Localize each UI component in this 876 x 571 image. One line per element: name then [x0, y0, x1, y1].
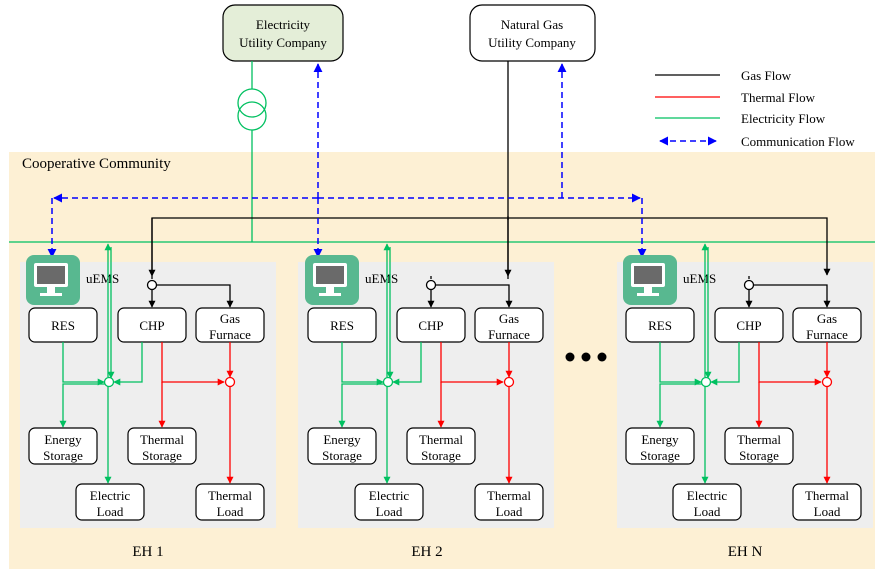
ehn-res-box-label: RES	[648, 318, 672, 333]
eh1-thermal-storage-box-line2: Storage	[142, 448, 182, 463]
legend-communication-label: Communication Flow	[741, 134, 855, 149]
eh2-energy-storage-box-line1: Energy	[323, 432, 361, 447]
gas-splitter-node	[425, 279, 437, 291]
eh2-caption: EH 2	[411, 544, 442, 560]
eh2-electric-load-box-line1: Electric	[369, 488, 410, 503]
eh1-electric-load-box-line2: Load	[97, 504, 124, 519]
eh1-chp-box-label: CHP	[139, 318, 164, 333]
svg-text:Utility Company: Utility Company	[239, 35, 327, 50]
eh2-furnace-box-line2: Furnace	[488, 327, 530, 342]
eh2-furnace-box-line1: Gas	[499, 311, 519, 326]
eh2-thermal-storage-box-line2: Storage	[421, 448, 461, 463]
thermal-junction-node	[503, 376, 515, 388]
eh2-chp-box-label: CHP	[418, 318, 443, 333]
eh2-thermal-load-box-line1: Thermal	[487, 488, 531, 503]
ehn-res-box: RES	[625, 307, 695, 343]
eh1-ems-label: uEMS	[86, 271, 119, 286]
eh1-energy-storage-box-line2: Storage	[43, 448, 83, 463]
legend-gas-label: Gas Flow	[741, 68, 792, 83]
eh1-electric-load-box-line1: Electric	[90, 488, 131, 503]
monitor-icon	[26, 255, 80, 305]
legend-electricity-label: Electricity Flow	[741, 111, 826, 126]
eh1-thermal-storage-box-line1: Thermal	[140, 432, 184, 447]
eh1-caption: EH 1	[132, 544, 163, 560]
gas-splitter-node	[743, 279, 755, 291]
electric-junction-node	[103, 376, 115, 388]
eh1-thermal-load-box-line1: Thermal	[208, 488, 252, 503]
ehn-thermal-load-box-line2: Load	[814, 504, 841, 519]
ehn-thermal-storage-box-line1: Thermal	[737, 432, 781, 447]
eh2-ems-label: uEMS	[365, 271, 398, 286]
eh1-res-box: RES	[28, 307, 98, 343]
ehn-electric-load-box-line1: Electric	[687, 488, 728, 503]
ehn-thermal-load-box-line1: Thermal	[805, 488, 849, 503]
ehn-energy-storage-box-line2: Storage	[640, 448, 680, 463]
communication-network	[47, 63, 647, 258]
eh2-res-box-label: RES	[330, 318, 354, 333]
ehn-ems-label: uEMS	[683, 271, 716, 286]
ehn-chp-box-label: CHP	[736, 318, 761, 333]
eh2-electric-load-box-line2: Load	[376, 504, 403, 519]
ehn-chp-box: CHP	[714, 307, 784, 343]
legend: Gas Flow Thermal Flow Electricity Flow C…	[655, 68, 855, 149]
eh2-chp-box: CHP	[396, 307, 466, 343]
ehn-electric-load-box-line2: Load	[694, 504, 721, 519]
monitor-icon	[305, 255, 359, 305]
transformer-icon	[237, 61, 267, 242]
eh2-thermal-storage-box-line1: Thermal	[419, 432, 463, 447]
ehn-caption: EH N	[728, 544, 763, 560]
svg-text:Natural Gas: Natural Gas	[501, 17, 563, 32]
thermal-junction-node	[821, 376, 833, 388]
eh1-furnace-box-line1: Gas	[220, 311, 240, 326]
ehn-energy-storage-box-line1: Energy	[641, 432, 679, 447]
monitor-icon	[623, 255, 677, 305]
gas-network	[148, 61, 831, 279]
ehn-thermal-storage-box-line2: Storage	[739, 448, 779, 463]
electricity-utility-node: Electricity Utility Company	[222, 4, 344, 62]
gas-utility-node: Natural Gas Utility Company	[469, 4, 596, 62]
ehn-furnace-box-line2: Furnace	[806, 327, 848, 342]
thermal-junction-node	[224, 376, 236, 388]
ellipsis-dots	[565, 352, 607, 362]
ehn-furnace-box-line1: Gas	[817, 311, 837, 326]
eh1-thermal-load-box-line2: Load	[217, 504, 244, 519]
eh2-thermal-load-box-line2: Load	[496, 504, 523, 519]
eh2-energy-storage-box-line2: Storage	[322, 448, 362, 463]
gas-splitter-node	[146, 279, 158, 291]
electric-junction-node	[382, 376, 394, 388]
electric-junction-node	[700, 376, 712, 388]
eh1-energy-storage-box-line1: Energy	[44, 432, 82, 447]
svg-text:Utility Company: Utility Company	[488, 35, 576, 50]
svg-text:Electricity: Electricity	[256, 17, 311, 32]
community-label: Cooperative Community	[22, 156, 171, 172]
eh2-res-box: RES	[307, 307, 377, 343]
eh1-res-box-label: RES	[51, 318, 75, 333]
eh1-chp-box: CHP	[117, 307, 187, 343]
eh1-furnace-box-line2: Furnace	[209, 327, 251, 342]
legend-thermal-label: Thermal Flow	[741, 90, 816, 105]
